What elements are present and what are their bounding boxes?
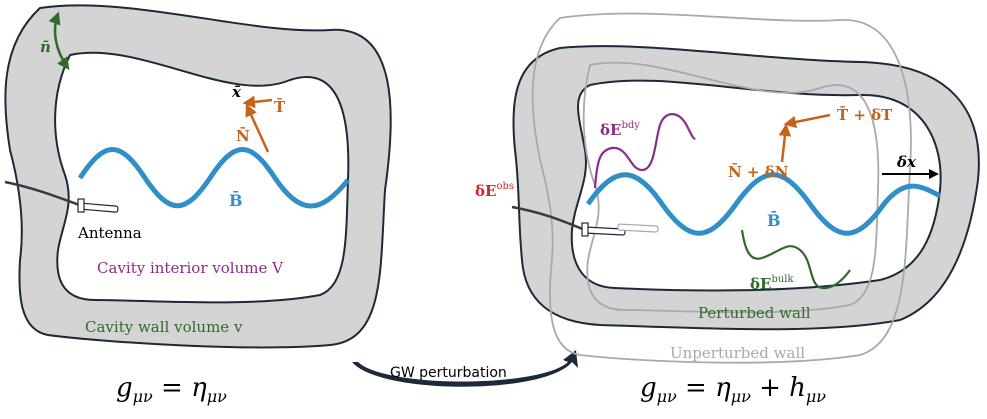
left-T-label: T̄	[274, 97, 286, 116]
left-N-label: N̄	[236, 126, 250, 145]
left-n-label: n̄	[40, 38, 51, 56]
right-dE-obs-label: δEobs	[475, 181, 514, 200]
gw-label: GW perturbation	[390, 365, 507, 381]
left-wall-label: Cavity wall volume v	[85, 318, 243, 336]
right-N-pert-label: N̄ + δN	[728, 162, 789, 181]
right-dE-bulk-wave	[740, 229, 851, 290]
left-B-label: B̄	[229, 190, 243, 210]
right-metric: gμν = ημν + hμν	[640, 373, 826, 406]
right-antenna-cable	[511, 205, 586, 232]
left-antenna-body	[79, 202, 119, 213]
left-interior-label: Cavity interior volume V	[97, 259, 284, 277]
left-antenna-label: Antenna	[77, 224, 142, 242]
left-x-label: x̄	[231, 83, 242, 101]
left-antenna-cable	[4, 180, 83, 208]
left-N-arrow	[245, 103, 270, 153]
left-antenna-base	[77, 198, 85, 213]
left-n-arrow	[48, 11, 70, 71]
right-T-arrow	[783, 113, 831, 129]
right-dE-bdy-wave	[593, 113, 696, 189]
right-perturbed-wall-ring	[512, 45, 980, 331]
gw-perturbation-arrow: GW perturbation	[352, 350, 578, 387]
left-B-wave	[77, 147, 350, 209]
left-labels: n̄ x̄ T̄ N̄ B̄ Antenna Cavity interior v…	[40, 38, 286, 406]
right-antenna-ghost	[617, 223, 659, 233]
left-T-arrow	[242, 95, 273, 109]
right-antenna-base	[581, 222, 589, 237]
right-cavity	[511, 12, 980, 364]
gw-curved-arrow	[352, 350, 578, 387]
right-unperturbed-inner	[582, 61, 880, 314]
right-dE-bdy-label: δEbdy	[600, 120, 640, 139]
left-wall-ring	[4, 4, 392, 349]
right-N-arrow	[778, 123, 792, 163]
left-metric: gμν = ημν	[116, 373, 227, 406]
right-unperturbed-wall-label: Unperturbed wall	[670, 344, 805, 362]
right-dx-label: δx	[896, 153, 917, 171]
right-B-label: B̄	[767, 210, 781, 230]
right-T-pert-label: T̄ + δT	[837, 105, 893, 124]
left-cavity	[4, 4, 392, 349]
right-perturbed-wall-label: Perturbed wall	[698, 304, 811, 322]
right-B-wave	[585, 172, 942, 236]
right-unperturbed-outer	[531, 12, 912, 364]
right-dE-bulk-label: δEbulk	[750, 274, 794, 293]
right-labels: δEbdy δEobs T̄ + δT N̄ + δN δx B̄ δEbulk…	[475, 105, 917, 406]
